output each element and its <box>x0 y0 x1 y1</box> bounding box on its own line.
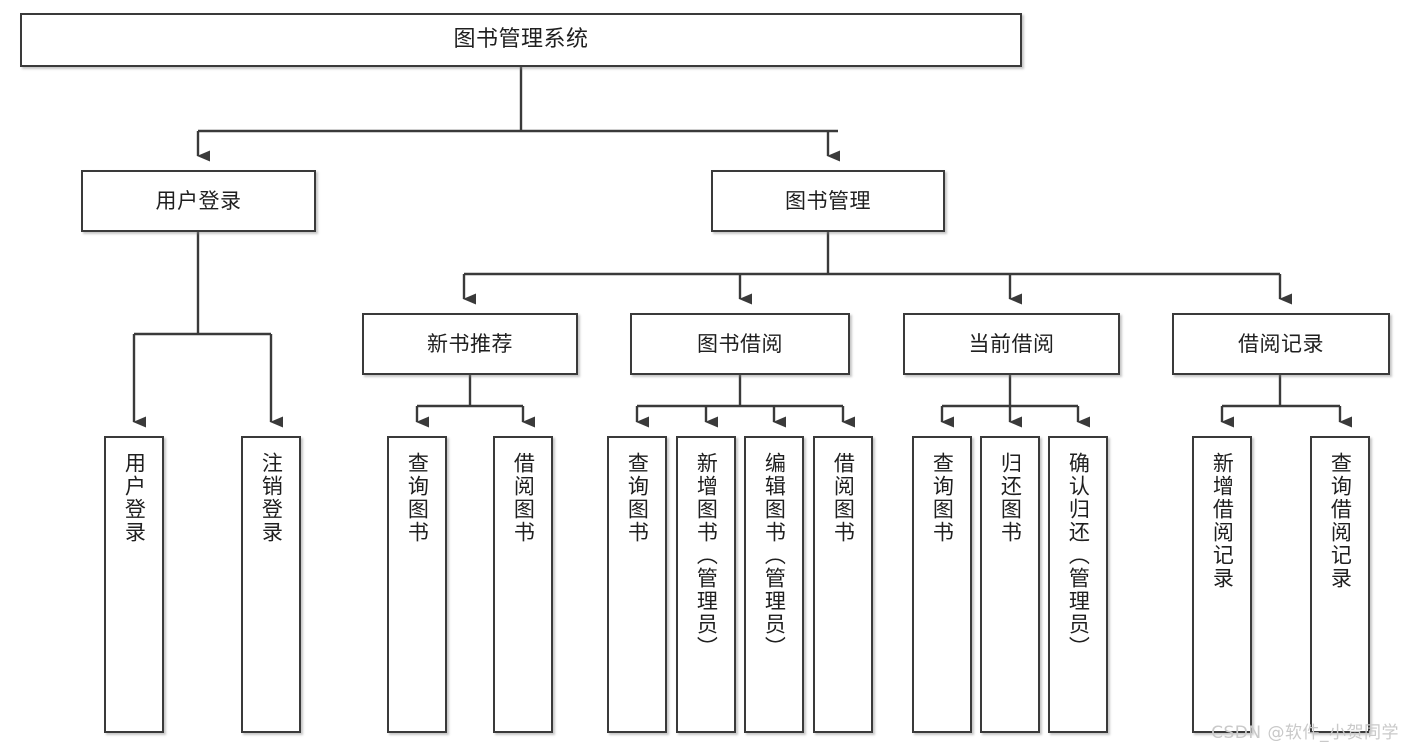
node-label: 注销登录 <box>259 452 284 544</box>
node-book-borrow[interactable]: 图书借阅 <box>630 313 850 375</box>
leaf-query-book-current[interactable]: 查询图书 <box>912 436 972 733</box>
node-label: 用户登录 <box>155 188 242 213</box>
node-user-login[interactable]: 用户登录 <box>81 170 316 232</box>
leaf-user-login[interactable]: 用户登录 <box>104 436 164 733</box>
node-book-management[interactable]: 图书管理 <box>711 170 945 232</box>
leaf-query-book-recommend[interactable]: 查询图书 <box>387 436 447 733</box>
leaf-add-book-admin[interactable]: 新增图书（管理员） <box>676 436 736 733</box>
node-label: 确认归还（管理员） <box>1066 452 1091 659</box>
node-borrow-record[interactable]: 借阅记录 <box>1172 313 1390 375</box>
node-label: 借阅记录 <box>1238 331 1324 356</box>
node-label: 查询图书 <box>625 452 650 544</box>
node-label: 查询借阅记录 <box>1328 452 1353 590</box>
node-label: 图书管理 <box>785 188 871 213</box>
leaf-add-borrow-record[interactable]: 新增借阅记录 <box>1192 436 1252 733</box>
node-label: 图书管理系统 <box>453 27 589 53</box>
node-label: 新增图书（管理员） <box>694 452 719 659</box>
leaf-query-book-borrow[interactable]: 查询图书 <box>607 436 667 733</box>
node-label: 查询图书 <box>405 452 430 544</box>
leaf-borrow-book[interactable]: 借阅图书 <box>813 436 873 733</box>
node-new-book-recommend[interactable]: 新书推荐 <box>362 313 578 375</box>
leaf-logout[interactable]: 注销登录 <box>241 436 301 733</box>
node-label: 借阅图书 <box>511 452 536 544</box>
node-label: 用户登录 <box>122 452 147 544</box>
node-label: 新增借阅记录 <box>1210 452 1235 590</box>
node-label: 查询图书 <box>930 452 955 544</box>
leaf-return-book[interactable]: 归还图书 <box>980 436 1040 733</box>
node-label: 新书推荐 <box>427 331 513 356</box>
node-label: 归还图书 <box>998 452 1023 544</box>
node-label: 借阅图书 <box>831 452 856 544</box>
node-current-borrow[interactable]: 当前借阅 <box>903 313 1120 375</box>
leaf-edit-book-admin[interactable]: 编辑图书（管理员） <box>744 436 804 733</box>
leaf-confirm-return-admin[interactable]: 确认归还（管理员） <box>1048 436 1108 733</box>
node-label: 当前借阅 <box>968 331 1055 356</box>
node-label: 编辑图书（管理员） <box>762 452 787 659</box>
node-root-system[interactable]: 图书管理系统 <box>20 13 1022 67</box>
leaf-query-borrow-record[interactable]: 查询借阅记录 <box>1310 436 1370 733</box>
leaf-borrow-book-recommend[interactable]: 借阅图书 <box>493 436 553 733</box>
node-label: 图书借阅 <box>697 331 783 356</box>
